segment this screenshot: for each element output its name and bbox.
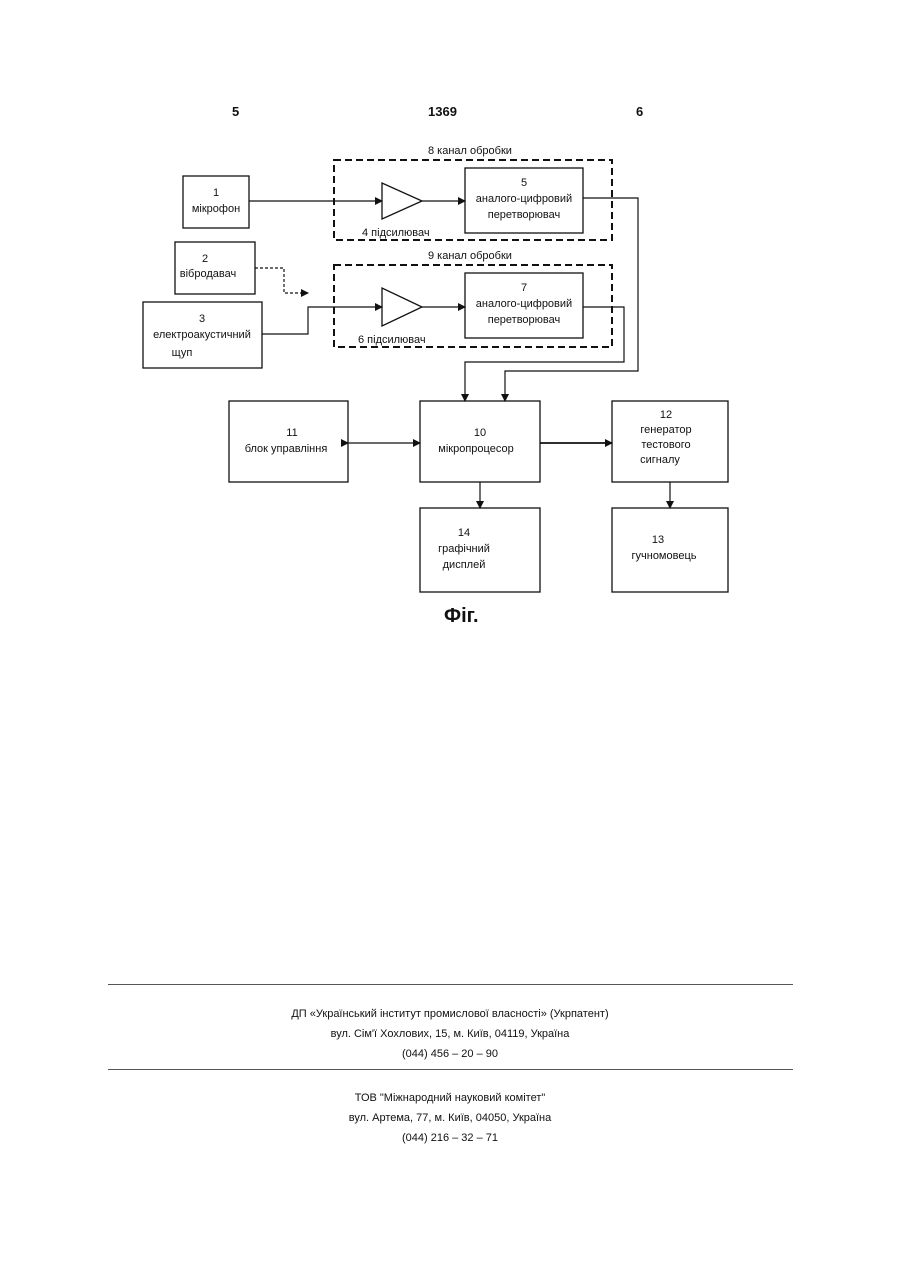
block-3-label-line2: щуп <box>172 347 193 359</box>
amplifier-6-label: 6 підсилювач <box>358 334 426 346</box>
block-7-label-line2: перетворювач <box>488 314 561 326</box>
block-2-number: 2 <box>202 253 208 265</box>
block-13-loudspeaker: 13 гучномовець <box>612 508 728 592</box>
block-7-adc: 7 аналого-цифровий перетворювач <box>465 273 583 338</box>
block-1-microphone: 1 мікрофон <box>183 176 249 228</box>
wire-vib-to-channel9 <box>255 268 308 293</box>
channel-9-label: 9 канал обробки <box>428 250 512 262</box>
footer-org1: ДП «Український інститут промислової вла… <box>0 1004 900 1064</box>
block-11-label: блок управління <box>245 443 328 455</box>
block-5-adc: 5 аналого-цифровий перетворювач <box>465 168 583 233</box>
block-10-label: мікропроцесор <box>438 443 513 455</box>
org1-phone: (044) 456 – 20 – 90 <box>0 1044 900 1064</box>
block-3-number: 3 <box>199 313 205 325</box>
footer-divider-middle <box>108 1069 793 1070</box>
block-14-label-line1: графічний <box>438 543 490 555</box>
block-diagram: 8 канал обробки 9 канал обробки 4 підсил… <box>0 0 900 620</box>
block-3-label-line1: електроакустичний <box>153 329 251 341</box>
org1-name: ДП «Український інститут промислової вла… <box>0 1004 900 1024</box>
block-5-label-line1: аналого-цифровий <box>476 193 572 205</box>
org2-phone: (044) 216 – 32 – 71 <box>0 1128 900 1148</box>
block-14-number: 14 <box>458 527 470 539</box>
block-12-test-signal-generator: 12 генератор тестового сигналу <box>612 401 728 482</box>
block-13-label: гучномовець <box>632 550 697 562</box>
block-12-label-line1: генератор <box>640 424 691 436</box>
org2-address: вул. Артема, 77, м. Київ, 04050, Україна <box>0 1108 900 1128</box>
block-11-control-unit: 11 блок управління <box>229 401 348 482</box>
org1-address: вул. Сім'ї Хохлових, 15, м. Київ, 04119,… <box>0 1024 900 1044</box>
wire-probe-to-amp6 <box>262 307 382 334</box>
block-10-microprocessor: 10 мікропроцесор <box>420 401 540 482</box>
block-1-label: мікрофон <box>192 203 240 215</box>
block-14-graphic-display: 14 графічний дисплей <box>420 508 540 592</box>
block-10-number: 10 <box>474 427 486 439</box>
org2-name: ТОВ "Міжнародний науковий комітет" <box>0 1088 900 1108</box>
block-3-probe: 3 електроакустичний щуп <box>143 302 262 368</box>
block-12-label-line3: сигналу <box>640 454 680 466</box>
amplifier-6-symbol <box>382 288 422 326</box>
block-12-label-line2: тестового <box>641 439 690 451</box>
footer-divider-top <box>108 984 793 985</box>
block-5-label-line2: перетворювач <box>488 209 561 221</box>
block-5-number: 5 <box>521 177 527 189</box>
block-13-number: 13 <box>652 534 664 546</box>
figure-caption: Фіг. <box>444 605 479 628</box>
block-1-number: 1 <box>213 187 219 199</box>
block-2-label: вібродавач <box>180 268 236 280</box>
block-14-label-line2: дисплей <box>443 559 486 571</box>
block-7-label-line1: аналого-цифровий <box>476 298 572 310</box>
block-12-number: 12 <box>660 409 672 421</box>
amplifier-4-symbol <box>382 183 422 219</box>
block-2-vibrator: 2 вібродавач <box>175 242 255 294</box>
block-7-number: 7 <box>521 282 527 294</box>
footer-org2: ТОВ "Міжнародний науковий комітет" вул. … <box>0 1088 900 1148</box>
amplifier-4-label: 4 підсилювач <box>362 227 430 239</box>
block-11-number: 11 <box>286 427 297 439</box>
channel-8-label: 8 канал обробки <box>428 145 512 157</box>
